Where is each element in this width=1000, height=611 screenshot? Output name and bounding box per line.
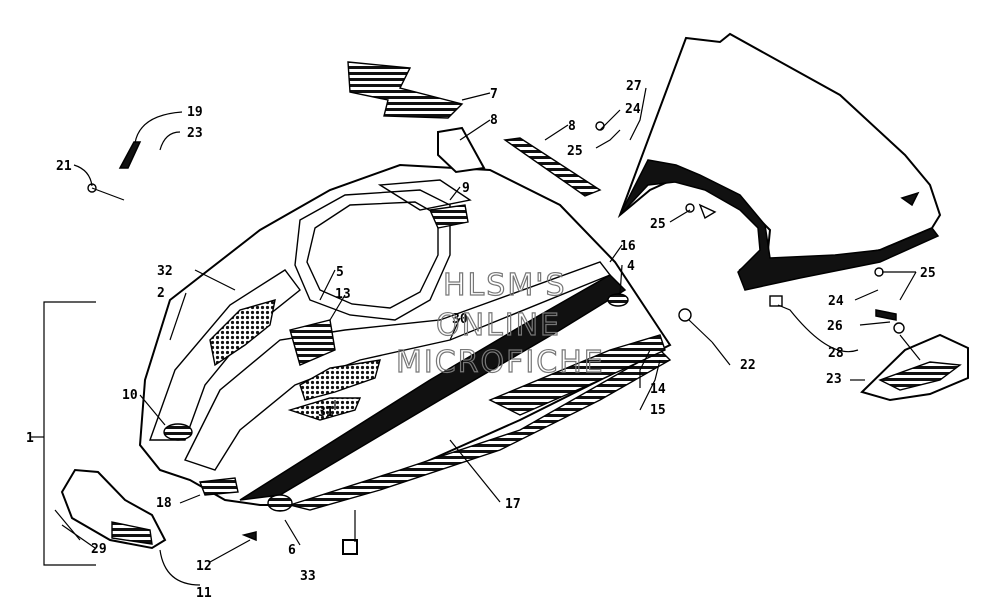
callout-33: 33 xyxy=(300,569,316,584)
callout-16: 16 xyxy=(620,239,636,254)
callout-21: 21 xyxy=(56,159,72,174)
callout-5: 5 xyxy=(336,265,344,280)
callout-12: 12 xyxy=(196,559,212,574)
callout-13: 13 xyxy=(335,287,351,302)
side-panel-23-trim xyxy=(878,361,962,391)
callout-1: 1 xyxy=(26,431,34,446)
trim-strip-8 xyxy=(503,137,602,197)
callout-7: 7 xyxy=(490,87,498,102)
callout-23-right: 23 xyxy=(826,372,842,387)
callout-25-middle: 25 xyxy=(650,217,666,232)
leader-lines xyxy=(54,87,921,586)
callout-23-left: 23 xyxy=(187,126,203,141)
callout-15: 15 xyxy=(650,403,666,418)
watermark-line3: MICROFICHE xyxy=(396,345,605,380)
front-bumper xyxy=(60,468,167,550)
callout-19: 19 xyxy=(187,105,203,120)
callout-27: 27 xyxy=(626,79,642,94)
callout-29: 29 xyxy=(91,542,107,557)
callout-26: 26 xyxy=(827,319,843,334)
callout-25-top: 25 xyxy=(567,144,583,159)
callouts: 1 2 4 5 6 6 7 8 8 9 10 11 12 13 14 15 16… xyxy=(26,79,936,601)
hood xyxy=(138,163,672,511)
callout-4: 4 xyxy=(627,259,635,274)
callout-22: 22 xyxy=(740,358,756,373)
vent-grille-7 xyxy=(347,61,464,119)
callout-8-right: 8 xyxy=(568,119,576,134)
callout-30: 30 xyxy=(452,312,468,327)
callout-18: 18 xyxy=(156,496,172,511)
callout-17: 17 xyxy=(505,497,521,512)
callout-24-top: 24 xyxy=(625,102,641,117)
callout-14: 14 xyxy=(650,382,666,397)
watermark: HLSM'S ONLINE MICROFICHE xyxy=(395,267,605,380)
callout-25-right: 25 xyxy=(920,266,936,281)
callout-9: 9 xyxy=(462,181,470,196)
callout-8-left: 8 xyxy=(490,113,498,128)
decal-8 xyxy=(437,126,486,174)
callout-31: 31 xyxy=(318,405,334,420)
callout-24-right: 24 xyxy=(828,294,844,309)
watermark-line2: ONLINE xyxy=(436,308,561,343)
assembly-bracket xyxy=(30,301,96,566)
callout-28: 28 xyxy=(828,346,844,361)
callout-10: 10 xyxy=(122,388,138,403)
hardware xyxy=(87,121,905,555)
windshield xyxy=(617,32,942,291)
callout-32: 32 xyxy=(157,264,173,279)
callout-6-lower: 6 xyxy=(288,543,296,558)
callout-11: 11 xyxy=(196,586,212,601)
watermark-line1: HLSM'S xyxy=(443,268,567,303)
callout-2: 2 xyxy=(157,286,165,301)
